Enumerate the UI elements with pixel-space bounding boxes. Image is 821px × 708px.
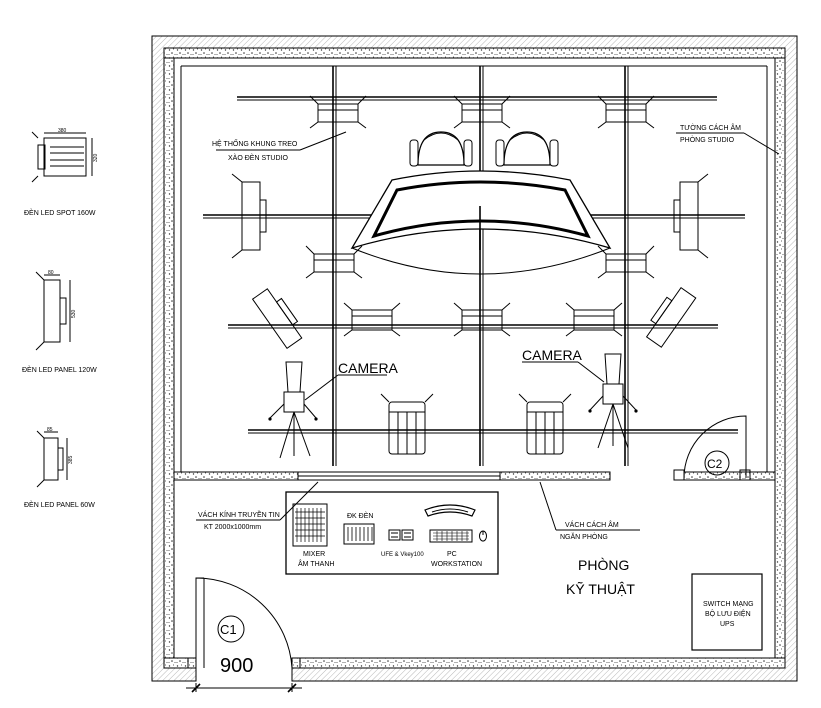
panel120-dim-height: 530 bbox=[71, 309, 77, 318]
light-controller-icon bbox=[343, 523, 375, 545]
door-c1-label: C1 bbox=[220, 622, 237, 637]
glass-annotation: VÁCH KÍNH TRUYỀN TIN KT 2000x1000mm bbox=[196, 481, 319, 531]
wall-annotation: TƯỜNG CÁCH ÂM PHÒNG STUDIO bbox=[676, 123, 780, 155]
panel-light-icon bbox=[645, 286, 697, 348]
truss-label-line1: HỆ THỐNG KHUNG TREO bbox=[212, 138, 298, 148]
spot-light-icon bbox=[597, 245, 655, 279]
panel60-label: ĐÈN LED PANEL 60W bbox=[24, 500, 95, 509]
pc-label-line1: PC bbox=[447, 551, 457, 558]
legend-spot-light: 380 320 ĐÈN LED SPOT 160W bbox=[24, 128, 99, 217]
camera-left-label: CAMERA bbox=[338, 360, 399, 376]
switch-label-line2: BỘ LƯU ĐIỆN bbox=[705, 609, 751, 618]
panel60-dim-width: 85 bbox=[47, 427, 53, 433]
panel60-dim-height: 385 bbox=[68, 455, 74, 464]
legend-panel-120: 80 530 ĐÈN LED PANEL 120W bbox=[22, 270, 97, 374]
chair-left bbox=[409, 131, 473, 167]
camera-right-label: CAMERA bbox=[522, 347, 583, 363]
glass-label-line1: VÁCH KÍNH TRUYỀN TIN bbox=[198, 509, 280, 519]
camera-icon bbox=[268, 361, 318, 459]
spot-light-label: ĐÈN LED SPOT 160W bbox=[24, 208, 96, 217]
presenter-desk bbox=[350, 170, 612, 275]
partition-label-line2: NGĂN PHÒNG bbox=[560, 532, 608, 541]
spot-light-icon bbox=[309, 95, 367, 129]
room-name-line1: PHÒNG bbox=[578, 557, 629, 573]
panel120-label: ĐÈN LED PANEL 120W bbox=[22, 365, 97, 374]
spot-light-icon bbox=[31, 131, 93, 183]
mixer-label-line2: ÂM THANH bbox=[298, 559, 334, 568]
door-c2-label: C2 bbox=[707, 457, 723, 471]
dk-den-label: ĐK ĐÈN bbox=[347, 511, 373, 520]
switch-label-line1: SWITCH MẠNG bbox=[703, 601, 754, 608]
spot-light-icon bbox=[565, 302, 623, 337]
spot-light-icon bbox=[453, 95, 511, 129]
door-width-label: 900 bbox=[220, 655, 253, 677]
spot-light-icon bbox=[453, 302, 511, 337]
studio-lights bbox=[231, 95, 709, 455]
spot-dim-height: 320 bbox=[93, 153, 99, 162]
keyboard-icon bbox=[429, 529, 473, 543]
camera-right: CAMERA bbox=[522, 347, 638, 449]
panel-light-60-icon bbox=[36, 430, 68, 488]
wall-label-line1: TƯỜNG CÁCH ÂM bbox=[680, 123, 741, 132]
panel-light-120-icon bbox=[35, 271, 71, 351]
truss-annotation: HỆ THỐNG KHUNG TREO XÀO ĐÈN STUDIO bbox=[212, 131, 347, 162]
control-desk: MIXER ÂM THANH ĐK ĐÈN UFE & Vkey100 bbox=[285, 491, 499, 575]
partition-label-line1: VÁCH CÁCH ÂM bbox=[565, 520, 619, 529]
partition-wall bbox=[173, 471, 776, 481]
spot-dim-width: 380 bbox=[58, 128, 67, 134]
ufe-label: UFE & Vkey100 bbox=[381, 552, 424, 558]
panel-light-icon bbox=[673, 173, 709, 259]
camera-icon bbox=[588, 353, 638, 449]
spot-light-icon bbox=[305, 245, 363, 279]
room-name-line2: KỸ THUẬT bbox=[566, 581, 635, 597]
wall-label-line2: PHÒNG STUDIO bbox=[680, 135, 735, 144]
partition-annotation: VÁCH CÁCH ÂM NGĂN PHÒNG bbox=[539, 481, 640, 541]
door-c1: C1 900 bbox=[186, 577, 302, 693]
mixer-icon bbox=[292, 503, 328, 547]
monitor-icon bbox=[424, 504, 476, 517]
door-c2: C2 bbox=[673, 415, 751, 481]
truss-label-line2: XÀO ĐÈN STUDIO bbox=[228, 153, 288, 162]
mixer-label-line1: MIXER bbox=[303, 551, 325, 558]
glass-label-line2: KT 2000x1000mm bbox=[204, 524, 261, 531]
panel-light-icon bbox=[231, 173, 267, 259]
pc-label-line2: WORKSTATION bbox=[431, 561, 482, 568]
spot-light-icon bbox=[597, 95, 655, 129]
mouse-icon bbox=[479, 530, 487, 542]
spot-light-icon bbox=[518, 393, 572, 455]
spot-light-icon bbox=[380, 393, 434, 455]
panel-light-icon bbox=[251, 288, 303, 350]
spot-light-icon bbox=[343, 302, 401, 337]
legend-panel-60: 85 385 ĐÈN LED PANEL 60W bbox=[24, 427, 95, 509]
chair-right bbox=[495, 131, 559, 167]
ufe-device-icon bbox=[388, 529, 414, 541]
network-cabinet: SWITCH MẠNG BỘ LƯU ĐIỆN UPS bbox=[691, 573, 763, 651]
panel120-dim-width: 80 bbox=[48, 270, 54, 276]
outer-walls bbox=[151, 35, 798, 682]
camera-left: CAMERA bbox=[268, 360, 399, 459]
switch-label-line3: UPS bbox=[720, 621, 735, 628]
